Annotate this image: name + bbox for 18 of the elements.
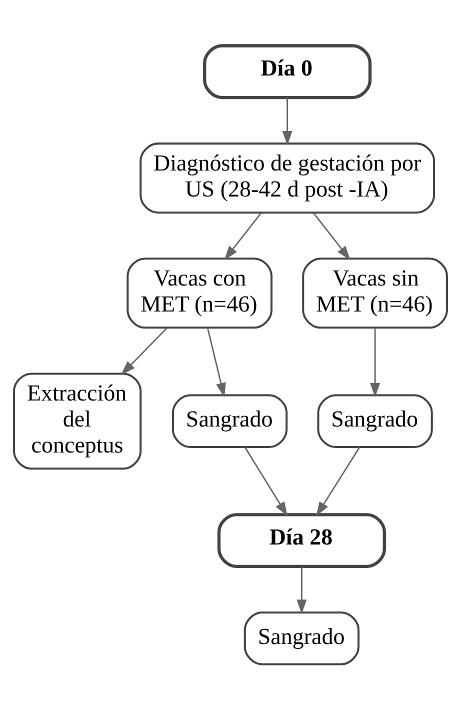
arrow: [121, 328, 168, 375]
arrow: [224, 212, 262, 260]
arrow: [370, 328, 380, 398]
node-box: Sangrado: [317, 394, 433, 448]
node-box: Día 28: [217, 513, 386, 568]
arrow: [206, 328, 226, 398]
node-box: Día 0: [203, 44, 372, 100]
arrow: [296, 566, 307, 614]
arrow: [313, 212, 350, 260]
arrow: [316, 446, 360, 516]
node-box: Diagnóstico de gestación por US (28-42 d post -IA): [140, 142, 436, 214]
node-box: Vacas sin MET (n=46): [302, 258, 448, 329]
node-box: Sangrado: [244, 611, 360, 666]
node-box: Sangrado: [172, 394, 288, 448]
node-box: Extracción del conceptus: [13, 372, 142, 470]
node-box: Vacas con MET (n=46): [126, 258, 272, 329]
arrow: [244, 446, 288, 516]
arrow: [282, 98, 292, 146]
